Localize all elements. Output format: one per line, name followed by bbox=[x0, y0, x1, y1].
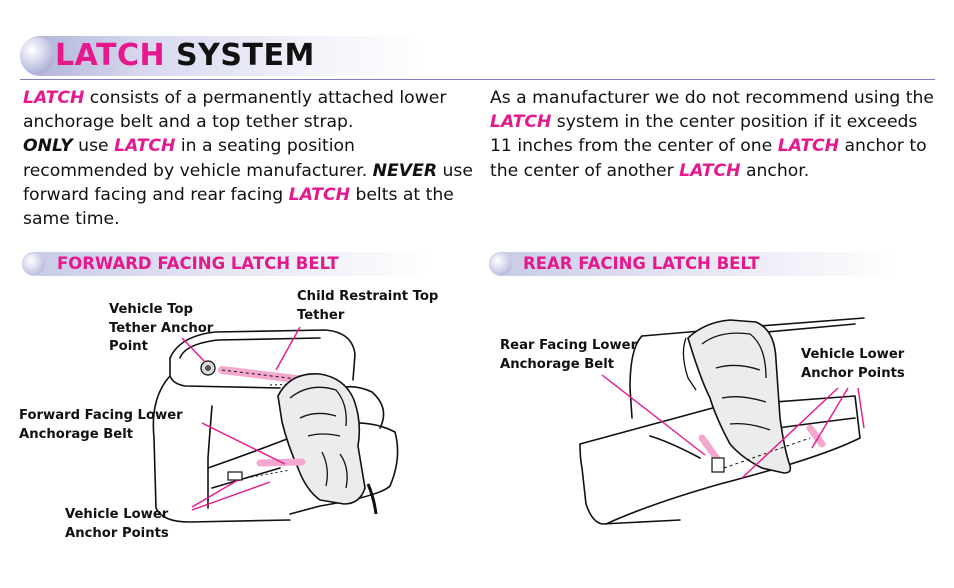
keyword-latch: LATCH bbox=[679, 160, 741, 181]
paragraph-text: system in the center position if it exce… bbox=[490, 112, 918, 157]
keyword-only: ONLY bbox=[23, 136, 73, 157]
latch-description-paragraph: LATCH consists of a permanently attached… bbox=[23, 86, 473, 231]
keyword-latch: LATCH bbox=[490, 112, 552, 133]
title-pill-ornament bbox=[20, 37, 54, 74]
center-position-paragraph: As a manufacturer we do not recommend us… bbox=[490, 86, 938, 183]
keyword-latch: LATCH bbox=[114, 136, 176, 157]
rear-section-title: REAR FACING LATCH BELT bbox=[523, 254, 760, 273]
keyword-latch: LATCH bbox=[777, 136, 840, 157]
title-rule bbox=[20, 79, 935, 80]
paragraph-text: use bbox=[72, 136, 115, 157]
title-band bbox=[20, 36, 425, 76]
paragraph-text: in a seating position recommended by veh… bbox=[23, 136, 373, 181]
rear-section-pill bbox=[490, 253, 512, 275]
paragraph-text: anchor to the center of another bbox=[490, 136, 927, 181]
title-rest: SYSTEM bbox=[176, 38, 315, 73]
forward-section-title: FORWARD FACING LATCH BELT bbox=[57, 254, 339, 273]
forward-section-band bbox=[22, 252, 432, 276]
paragraph-text: consists of a permanently attached lower… bbox=[23, 88, 447, 133]
paragraph-text: belts at the same time. bbox=[23, 184, 454, 230]
rear-facing-car-seat-illustration bbox=[579, 317, 865, 525]
paragraph-text: As a manufacturer we do not recommend us… bbox=[490, 88, 934, 108]
title-accent: LATCH bbox=[55, 38, 166, 73]
paragraph-text: anchor. bbox=[740, 160, 810, 181]
keyword-latch: LATCH bbox=[288, 184, 350, 205]
keyword-never: NEVER bbox=[372, 160, 438, 181]
page-title: LATCH SYSTEM bbox=[55, 36, 315, 76]
keyword-latch: LATCH bbox=[23, 88, 85, 108]
forward-section-pill bbox=[23, 253, 45, 275]
rear-section-band bbox=[489, 252, 899, 276]
paragraph-text: use forward facing and rear facing bbox=[23, 160, 473, 205]
